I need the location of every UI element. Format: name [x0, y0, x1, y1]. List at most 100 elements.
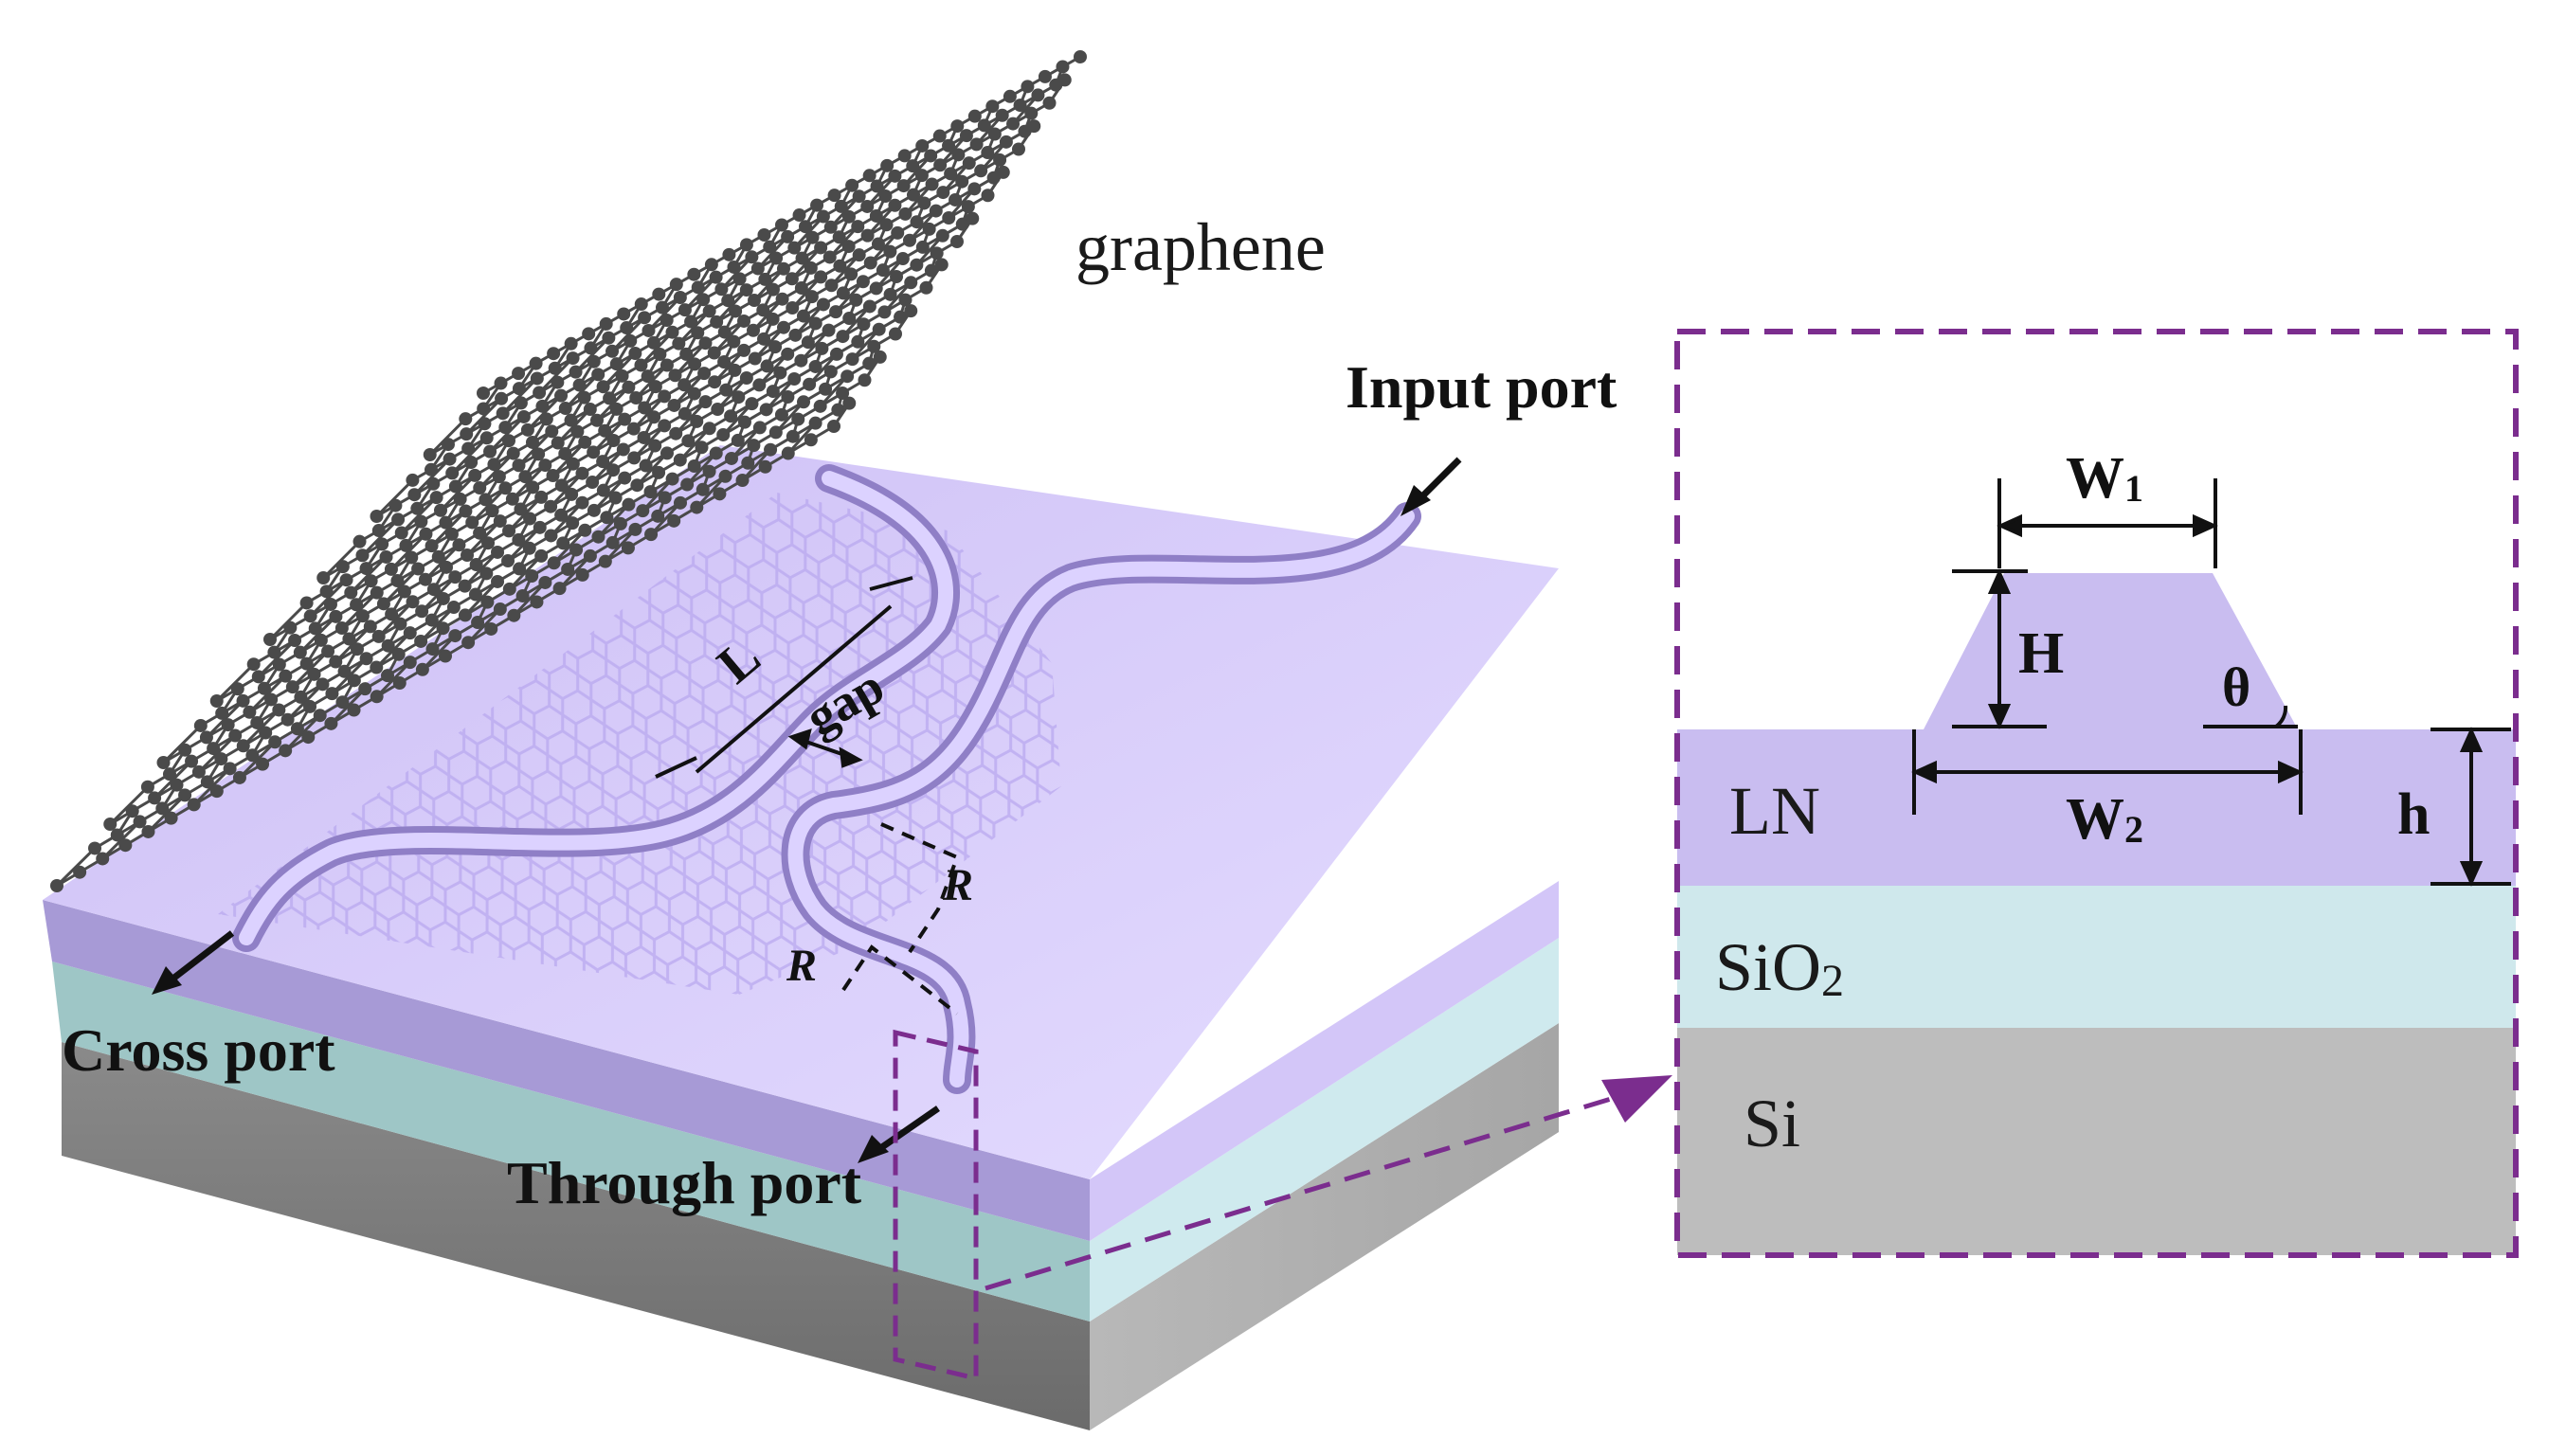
graphene-atom	[810, 198, 824, 212]
graphene-atom	[425, 613, 439, 627]
graphene-atom	[606, 463, 621, 477]
graphene-atom	[961, 200, 975, 214]
h-label: h	[2397, 782, 2430, 847]
graphene-atom	[602, 331, 616, 345]
graphene-atom	[506, 446, 520, 460]
graphene-atom	[851, 220, 865, 234]
graphene-atom	[448, 629, 462, 643]
graphene-atom	[272, 703, 286, 717]
graphene-atom	[776, 320, 790, 334]
graphene-atom	[293, 645, 307, 659]
graphene-atom	[792, 208, 806, 223]
graphene-atom	[415, 662, 429, 676]
graphene-atom	[552, 582, 567, 596]
graphene-atom	[162, 767, 176, 782]
graphene-atom	[554, 478, 569, 493]
graphene-atom	[872, 322, 886, 336]
graphene-bond	[439, 474, 477, 512]
graphene-atom	[652, 287, 666, 301]
graphene-atom	[246, 657, 261, 672]
graphene-atom	[966, 211, 980, 225]
graphene-atom	[903, 233, 916, 247]
graphene-atom	[477, 386, 490, 400]
graphene-atom	[867, 339, 881, 353]
graphene-atom	[515, 588, 530, 602]
graphene-bond	[791, 276, 822, 310]
graphene-atom	[600, 511, 614, 525]
graphene-atom	[716, 427, 731, 441]
graphene-atom	[870, 179, 884, 193]
graphene-bond	[765, 377, 796, 411]
graphene-atom	[669, 278, 683, 292]
graphene-atom	[391, 647, 406, 661]
graphene-atom	[215, 706, 229, 720]
graphene-atom	[452, 538, 466, 552]
graphene-sheet	[50, 50, 1087, 892]
graphene-bond	[753, 326, 786, 360]
graphene-bond	[722, 403, 753, 436]
graphene-atom	[634, 297, 648, 312]
graphene-atom	[714, 282, 729, 297]
graphene-atom	[587, 354, 601, 368]
graphene-atom	[648, 439, 662, 453]
graphene-atom	[586, 476, 600, 490]
graphene-atom	[565, 487, 579, 501]
graphene-atom	[1006, 117, 1021, 131]
graphene-atom	[566, 351, 580, 366]
graphene-atom	[285, 680, 299, 694]
graphene-atom	[505, 492, 519, 506]
graphene-atom	[628, 522, 642, 536]
graphene-bond	[800, 329, 830, 362]
graphene-atom	[534, 548, 549, 563]
graphene-atom	[355, 609, 370, 623]
graphene-atom	[498, 421, 513, 435]
graphene-atom	[434, 503, 447, 517]
graphene-atom	[737, 343, 751, 357]
graphene-atom	[932, 129, 947, 143]
graphene-atom	[439, 560, 453, 574]
graphene-atom	[358, 682, 372, 696]
graphene-atom	[118, 838, 133, 853]
graphene-atom	[370, 585, 384, 600]
graphene-atom	[406, 595, 420, 609]
ln-layer-label: LN	[1729, 773, 1820, 849]
graphene-bond	[604, 528, 637, 563]
graphene-atom	[719, 383, 733, 397]
graphene-atom	[554, 508, 569, 522]
graphene-atom	[644, 528, 659, 542]
graphene-atom	[141, 824, 155, 838]
graphene-atom	[897, 149, 912, 163]
graphene-atom	[364, 574, 378, 588]
graphene-atom	[748, 351, 762, 366]
graphene-atom	[804, 433, 818, 447]
graphene-atom	[599, 316, 613, 331]
graphene-atom	[441, 438, 455, 452]
graphene-atom	[741, 456, 755, 470]
graphene-atom	[596, 483, 610, 497]
graphene-bond	[508, 554, 543, 590]
graphene-atom	[299, 656, 314, 671]
graphene-atom	[468, 468, 482, 482]
graphene-atom	[446, 601, 461, 615]
graphene-atom	[534, 490, 549, 504]
graphene-atom	[796, 309, 810, 323]
graphene-atom	[301, 730, 316, 745]
theta-label: θ	[2222, 656, 2250, 718]
graphene-atom	[334, 621, 349, 636]
graphene-atom	[787, 372, 802, 386]
graphene-atom	[653, 348, 667, 362]
graphene-bond	[375, 632, 411, 669]
sio2-layer-label: SiO2	[1715, 929, 1844, 1006]
graphene-bond	[869, 231, 899, 264]
graphene-atom	[702, 304, 716, 318]
graphene-atom	[384, 562, 398, 576]
graphene-bond	[636, 452, 669, 487]
graphene-atom	[391, 512, 406, 527]
graphene-atom	[236, 693, 250, 708]
graphene-atom	[564, 336, 578, 351]
graphene-atom	[832, 230, 846, 244]
graphene-atom	[209, 784, 224, 799]
graphene-bond	[488, 415, 525, 453]
graphene-bond	[309, 579, 348, 618]
graphene-atom	[230, 682, 244, 696]
